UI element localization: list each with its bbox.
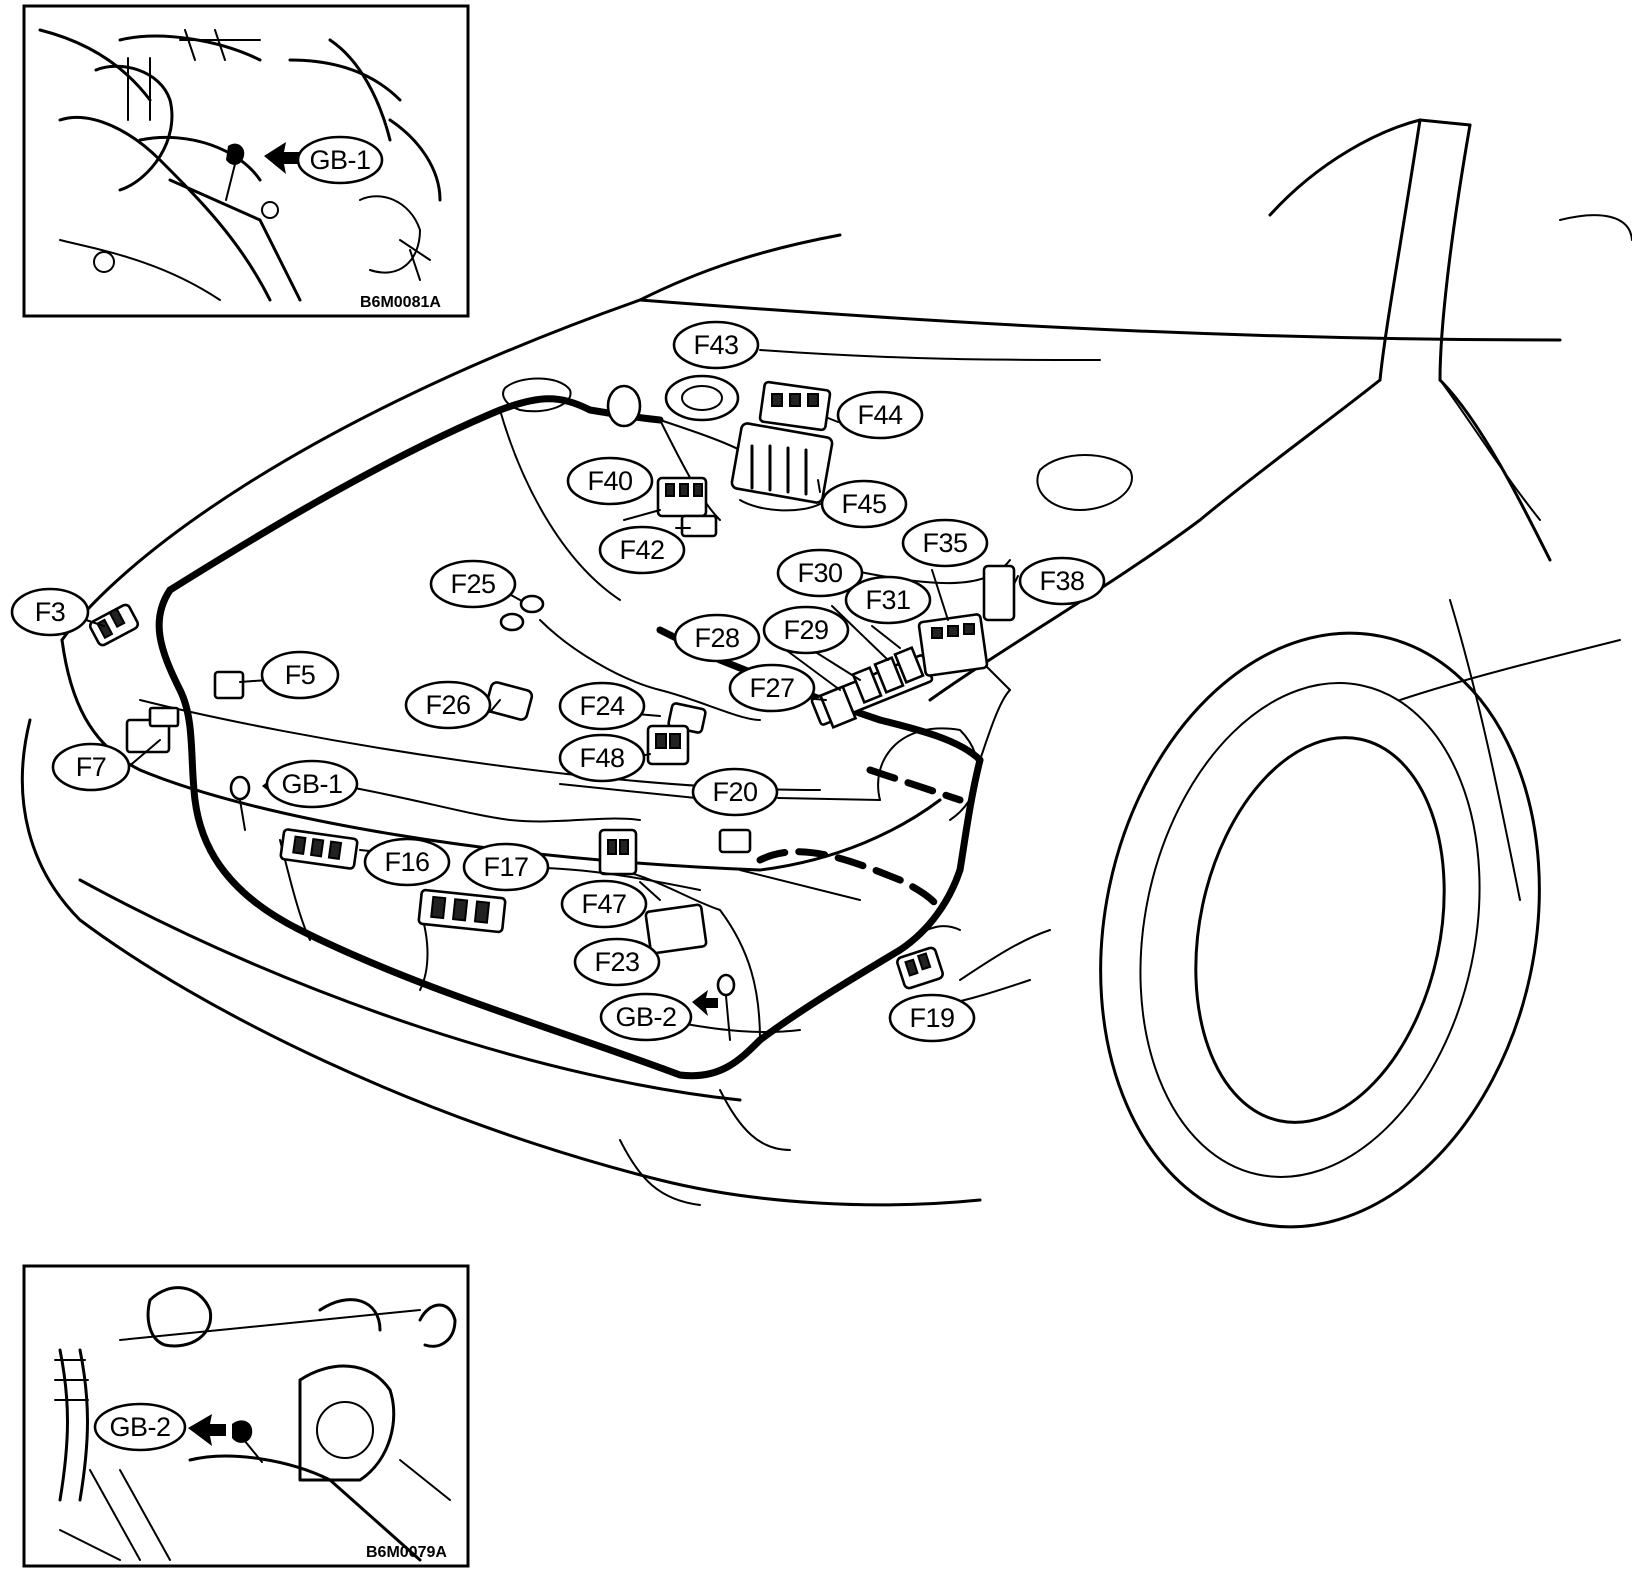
connector-f47 <box>598 828 638 876</box>
svg-text:F40: F40 <box>587 466 632 496</box>
label-gb2: GB-2 <box>599 992 693 1042</box>
svg-text:F24: F24 <box>579 691 625 721</box>
connector-f25 <box>499 594 545 632</box>
connector-f48 <box>646 724 690 766</box>
inset-bottom-code: B6M0079A <box>366 1544 447 1561</box>
label-f23: F23 <box>573 937 661 987</box>
svg-text:F35: F35 <box>922 528 967 558</box>
svg-text:F29: F29 <box>783 615 828 645</box>
connector-f35 <box>917 613 989 677</box>
svg-text:F43: F43 <box>693 330 738 360</box>
connector-f45 <box>730 422 834 512</box>
connector-f5 <box>213 670 245 700</box>
label-f25: F25 <box>429 559 517 609</box>
label-f45: F45 <box>820 479 908 529</box>
connector-f44 <box>758 380 832 432</box>
svg-text:F48: F48 <box>579 743 624 773</box>
label-f44: F44 <box>836 390 924 440</box>
svg-text:F44: F44 <box>857 400 903 430</box>
connector-f17 <box>417 888 507 934</box>
connector-f40 <box>656 476 708 518</box>
label-f16: F16 <box>363 837 451 887</box>
label-f40: F40 <box>566 456 654 506</box>
inset-top-drawing <box>38 28 442 302</box>
label-gb1: GB-1 <box>265 759 359 809</box>
inset-bottom-label: GB-2 <box>109 1412 170 1442</box>
svg-text:F31: F31 <box>865 585 910 615</box>
connector-f19 <box>896 946 944 990</box>
svg-text:F23: F23 <box>594 947 639 977</box>
svg-text:F28: F28 <box>694 623 739 653</box>
svg-text:GB-1: GB-1 <box>281 769 342 799</box>
label-f29: F29 <box>762 605 850 655</box>
label-f24: F24 <box>558 681 646 731</box>
inset-top-label: GB-1 <box>309 145 370 175</box>
car-body <box>20 118 1632 1229</box>
connector-f42 <box>680 514 718 538</box>
label-f5: F5 <box>260 650 340 700</box>
svg-text:F3: F3 <box>35 597 66 627</box>
svg-text:F26: F26 <box>425 690 470 720</box>
svg-text:F5: F5 <box>285 660 316 690</box>
label-f27: F27 <box>728 663 816 713</box>
connector-f7 <box>125 706 180 754</box>
connectors <box>88 374 1016 1041</box>
inset-bottom-drawing <box>54 1286 457 1562</box>
label-f38: F38 <box>1018 556 1106 606</box>
callout-labels: F43 F44 F45 F40 F42 F25 F30 F35 F38 F31 … <box>10 320 1106 1043</box>
connector-f38 <box>982 564 1016 622</box>
label-f35: F35 <box>901 518 989 568</box>
inset-top-code: B6M0081A <box>360 294 441 311</box>
svg-text:F25: F25 <box>450 569 495 599</box>
svg-text:F19: F19 <box>909 1003 954 1033</box>
label-f20: F20 <box>691 767 779 817</box>
label-f26: F26 <box>404 680 492 730</box>
ground-terminal-gb2 <box>692 973 736 1041</box>
svg-text:F30: F30 <box>797 558 842 588</box>
label-f17: F17 <box>462 842 550 892</box>
svg-text:F42: F42 <box>619 535 664 565</box>
svg-text:F38: F38 <box>1039 566 1084 596</box>
leader-lines <box>85 349 1101 1034</box>
label-f19: F19 <box>888 993 976 1043</box>
connector-f23 <box>644 903 708 955</box>
connector-f26 <box>484 681 534 721</box>
svg-text:F7: F7 <box>76 752 107 782</box>
connector-block-f27-f31 <box>810 646 934 729</box>
label-f30: F30 <box>776 548 864 598</box>
svg-text:F20: F20 <box>712 777 757 807</box>
label-f47: F47 <box>560 879 648 929</box>
svg-text:F47: F47 <box>581 889 626 919</box>
label-f3: F3 <box>10 587 90 637</box>
inset-top: GB-1 B6M0081A <box>22 4 470 318</box>
label-f7: F7 <box>51 742 131 792</box>
connector-f16 <box>279 828 359 870</box>
connector-f43 <box>606 374 740 428</box>
connector-f3 <box>88 603 140 647</box>
svg-text:GB-2: GB-2 <box>615 1002 676 1032</box>
label-f28: F28 <box>673 613 761 663</box>
connector-f47-mate <box>718 828 752 854</box>
label-f31: F31 <box>844 575 932 625</box>
inset-bottom: GB-2 B6M0079A <box>22 1264 470 1568</box>
svg-text:F45: F45 <box>841 489 886 519</box>
svg-text:F17: F17 <box>483 852 528 882</box>
svg-text:F16: F16 <box>384 847 429 877</box>
label-f42: F42 <box>598 525 686 575</box>
label-f48: F48 <box>558 733 646 783</box>
label-f43: F43 <box>672 320 760 370</box>
svg-text:F27: F27 <box>749 673 794 703</box>
